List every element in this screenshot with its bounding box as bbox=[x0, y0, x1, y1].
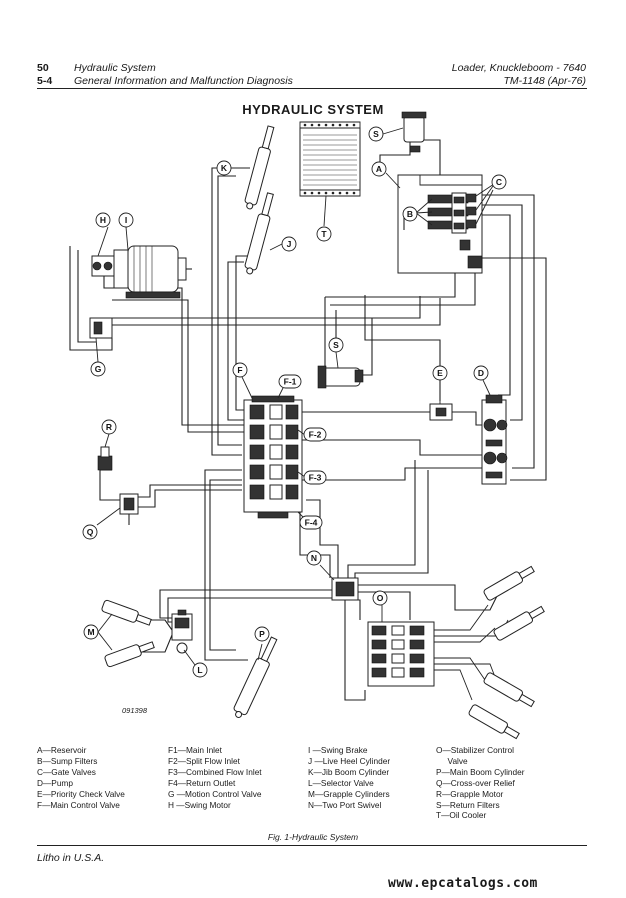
legend-item: I —Swing Brake bbox=[308, 745, 368, 755]
callout-Q: Q bbox=[82, 524, 98, 540]
section-title: Hydraulic System bbox=[74, 62, 156, 74]
svg-text:D: D bbox=[478, 368, 484, 378]
svg-text:A: A bbox=[376, 164, 382, 174]
legend-item: L—Selector Valve bbox=[308, 777, 374, 788]
callout-L: L bbox=[192, 662, 208, 678]
machine-name: Loader, Knuckleboom - 7640 bbox=[451, 62, 586, 74]
callout-K: K bbox=[216, 160, 232, 176]
figure-caption: Fig. 1-Hydraulic System bbox=[267, 832, 359, 842]
footer-note: Litho in U.S.A. bbox=[37, 852, 105, 864]
callout-I: I bbox=[118, 212, 134, 228]
section-number: 5-4 bbox=[37, 75, 53, 87]
legend-item: F2—Split Flow Inlet bbox=[168, 755, 240, 766]
legend-item: F—Main Control Valve bbox=[37, 799, 120, 810]
svg-text:Q: Q bbox=[87, 527, 94, 537]
callout-G: G bbox=[90, 361, 106, 377]
svg-text:F: F bbox=[237, 365, 242, 375]
callout-S-top: S bbox=[368, 126, 384, 142]
legend-column-1: A—Reservoir B—Sump Filters C—Gate Valves… bbox=[37, 745, 125, 810]
svg-text:P: P bbox=[259, 629, 265, 639]
callout-F2: F-2 bbox=[303, 427, 327, 442]
manual-reference: TM-1148 (Apr-76) bbox=[503, 75, 586, 87]
svg-text:E: E bbox=[437, 368, 443, 378]
legend-item: J —Live Heel Cylinder bbox=[308, 755, 391, 766]
legend-item: E—Priority Check Valve bbox=[37, 788, 125, 799]
svg-text:F-4: F-4 bbox=[305, 518, 318, 528]
svg-text:J: J bbox=[287, 239, 292, 249]
legend-item: R—Grapple Motor bbox=[436, 788, 504, 799]
callout-S-middle: S bbox=[328, 337, 344, 353]
svg-text:C: C bbox=[496, 177, 502, 187]
subsection-title: General Information and Malfunction Diag… bbox=[74, 75, 293, 87]
legend-item: S—Return Filters bbox=[436, 799, 500, 810]
svg-text:I: I bbox=[125, 215, 127, 225]
svg-text:S: S bbox=[373, 129, 379, 139]
callout-F1: F-1 bbox=[278, 374, 302, 389]
callout-M: M bbox=[83, 624, 99, 640]
callout-J: J bbox=[281, 236, 297, 252]
page-number: 50 bbox=[37, 62, 49, 74]
legend-column-2: F1—Main Inlet F2—Split Flow Inlet F3—Com… bbox=[168, 745, 262, 810]
callout-O: O bbox=[372, 590, 388, 606]
legend-item: F3—Combined Flow Inlet bbox=[168, 766, 262, 777]
legend-column-3: I —Swing Brake J —Live Heel Cylinder K—J… bbox=[308, 745, 390, 810]
callout-P: P bbox=[254, 626, 270, 642]
legend-item: Q—Cross-over Relief bbox=[436, 777, 515, 788]
legend-item: G —Motion Control Valve bbox=[168, 788, 262, 799]
svg-text:H: H bbox=[100, 215, 106, 225]
legend-item: C—Gate Valves bbox=[37, 766, 96, 777]
svg-text:S: S bbox=[333, 340, 339, 350]
callout-C: C bbox=[491, 174, 507, 190]
legend-item: P—Main Boom Cylinder bbox=[436, 766, 525, 777]
callout-E: E bbox=[432, 365, 448, 381]
legend-item: N—Two Port Swivel bbox=[308, 799, 382, 810]
callout-T: T bbox=[316, 226, 332, 242]
legend-item: F4—Return Outlet bbox=[168, 777, 236, 788]
svg-text:G: G bbox=[95, 364, 102, 374]
legend-item: B—Sump Filters bbox=[37, 755, 98, 766]
footer-rule bbox=[37, 845, 587, 846]
callout-F: F bbox=[232, 362, 248, 378]
header-rule bbox=[37, 88, 587, 89]
svg-text:L: L bbox=[197, 665, 202, 675]
callout-A: A bbox=[371, 161, 387, 177]
svg-text:K: K bbox=[221, 163, 228, 173]
callout-N: N bbox=[306, 550, 322, 566]
callout-R: R bbox=[101, 419, 117, 435]
svg-text:R: R bbox=[106, 422, 112, 432]
callout-F3: F-3 bbox=[303, 470, 327, 485]
website-watermark: www.epcatalogs.com bbox=[388, 876, 538, 891]
legend-item: F1—Main Inlet bbox=[168, 745, 222, 755]
svg-text:N: N bbox=[311, 553, 317, 563]
svg-text:F-2: F-2 bbox=[309, 430, 322, 440]
legend-item: A—Reservoir bbox=[37, 745, 87, 755]
svg-text:B: B bbox=[407, 209, 413, 219]
legend-item: Valve bbox=[436, 755, 468, 766]
legend-item: T—Oil Cooler bbox=[436, 810, 487, 821]
callout-F4: F-4 bbox=[299, 515, 323, 530]
legend-column-4: O—Stabilizer Control Valve P—Main Boom C… bbox=[436, 745, 525, 821]
svg-text:M: M bbox=[87, 627, 94, 637]
page-title: HYDRAULIC SYSTEM bbox=[242, 102, 384, 117]
callout-H: H bbox=[95, 212, 111, 228]
legend-item: O—Stabilizer Control bbox=[436, 745, 514, 755]
svg-text:O: O bbox=[377, 593, 384, 603]
legend-item: D—Pump bbox=[37, 777, 73, 788]
svg-text:T: T bbox=[321, 229, 327, 239]
callout-B: B bbox=[402, 206, 418, 222]
drawing-number: 091398 bbox=[122, 706, 148, 715]
callout-D: D bbox=[473, 365, 489, 381]
svg-text:F-3: F-3 bbox=[309, 473, 322, 483]
legend-item: H —Swing Motor bbox=[168, 799, 231, 810]
legend-item: K—Jib Boom Cylinder bbox=[308, 766, 390, 777]
svg-text:F-1: F-1 bbox=[284, 377, 297, 387]
legend-item: M—Grapple Cylinders bbox=[308, 788, 390, 799]
